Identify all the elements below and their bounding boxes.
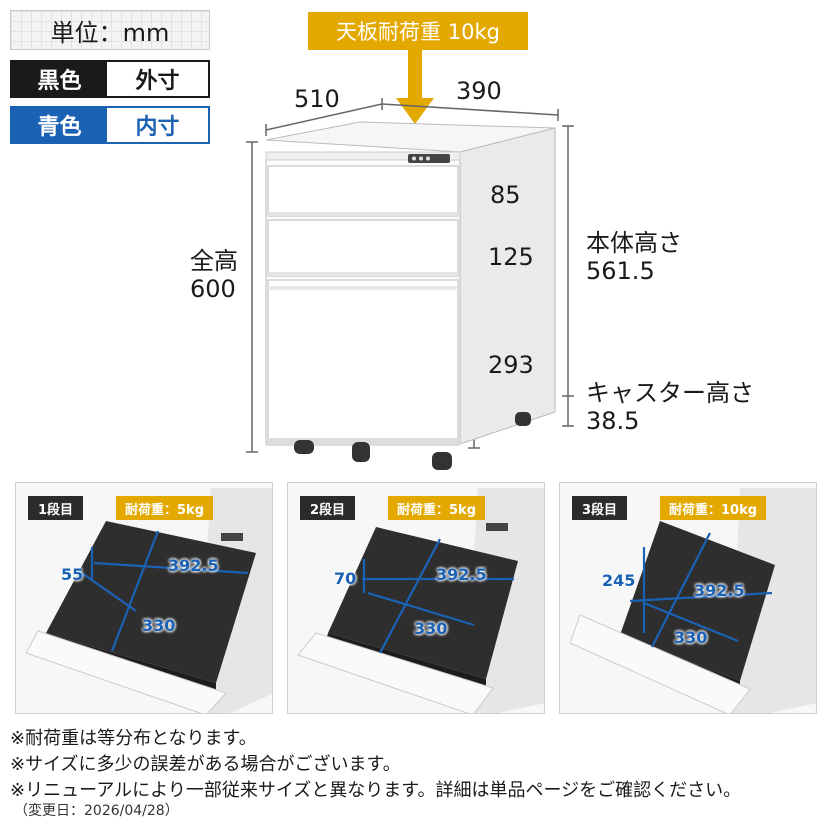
inner-height-label: 245 <box>602 571 636 590</box>
caster-height-title: キャスター高さ <box>586 379 754 407</box>
total-height-value: 600 <box>190 274 236 303</box>
changed-date: （変更日：2026/04/28） <box>14 803 179 819</box>
caster-height-value: 38.5 <box>586 406 640 435</box>
drawer1-height: 85 <box>490 181 521 209</box>
inner-width-label: 392.5 <box>168 556 219 575</box>
drawer3-height: 293 <box>488 351 534 379</box>
legend-outer-value: 外寸 <box>107 62 208 96</box>
drawer-panel-2: 2段目 耐荷重：5kg 70 392.5 330 <box>287 482 545 714</box>
legend-outer-key: 黒色 <box>12 62 107 96</box>
legend-inner: 青色 内寸 <box>10 106 210 144</box>
inner-depth-label: 330 <box>674 628 708 647</box>
note-tolerance: ※サイズに多少の誤差がある場合がございます。 <box>10 754 401 775</box>
tier-badge: 2段目 <box>300 496 356 520</box>
legend-inner-key: 青色 <box>12 108 107 142</box>
drawer2-height: 125 <box>488 243 534 271</box>
unit-text: 単位：mm <box>50 18 170 47</box>
total-height-title: 全高 <box>190 247 238 275</box>
inner-depth-label: 330 <box>142 616 176 635</box>
inner-depth-label: 330 <box>414 619 448 638</box>
tier-badge: 1段目 <box>28 496 84 520</box>
drawer-panel-3: 3段目 耐荷重：10kg 245 392.5 330 <box>559 482 817 714</box>
legend-inner-value: 内寸 <box>107 108 208 142</box>
inner-height-label: 55 <box>61 565 84 584</box>
legend-outer: 黒色 外寸 <box>10 60 210 98</box>
capacity-badge: 耐荷重：10kg <box>660 496 767 520</box>
capacity-badge: 耐荷重：5kg <box>116 496 213 520</box>
top-load-callout: 天板耐荷重 10kg <box>308 12 528 50</box>
unit-label: 単位：mm <box>10 10 210 50</box>
body-height-value: 561.5 <box>586 256 655 285</box>
tier-badge: 3段目 <box>572 496 628 520</box>
body-height-title: 本体高さ <box>586 229 682 257</box>
inner-width-label: 392.5 <box>694 581 745 600</box>
inner-width-label: 392.5 <box>436 565 487 584</box>
inner-height-label: 70 <box>334 569 357 588</box>
capacity-badge: 耐荷重：5kg <box>388 496 485 520</box>
drawer-panel-1: 1段目 耐荷重：5kg 55 392.5 330 <box>15 482 273 714</box>
caster-height-label: キャスター高さ 38.5 <box>586 379 754 435</box>
cabinet-illustration <box>246 50 574 470</box>
note-load: ※耐荷重は等分布となります。 <box>10 728 257 749</box>
drawer-1-illustration <box>25 488 272 713</box>
drawer-3-illustration <box>569 488 816 713</box>
body-height-label: 本体高さ 561.5 <box>586 229 682 285</box>
down-arrow-icon <box>396 50 434 124</box>
drawer-2-illustration <box>297 488 544 713</box>
depth-label: 510 <box>294 85 340 113</box>
total-height-label: 全高 600 <box>190 247 238 303</box>
note-renewal: ※リニューアルにより一部従来サイズと異なります。詳細は単品ページをご確認ください… <box>10 780 742 801</box>
width-label: 390 <box>456 77 502 105</box>
